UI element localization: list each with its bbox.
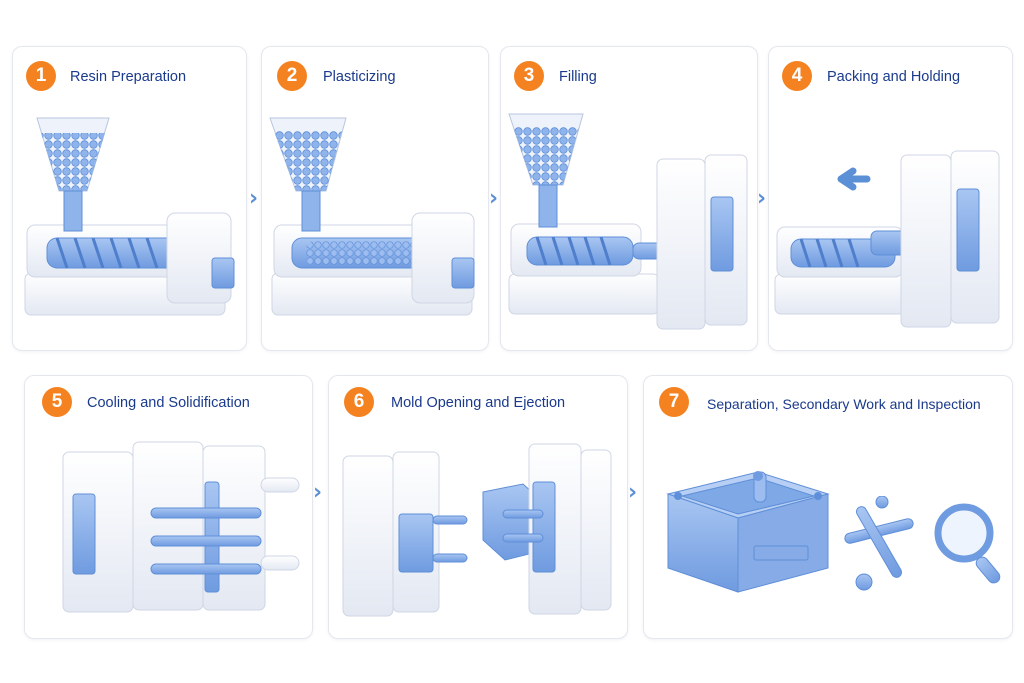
step-title: Mold Opening and Ejection — [391, 395, 566, 411]
mold-icon — [774, 150, 1000, 328]
arrow-icon: › — [249, 186, 259, 211]
step-card-3: 3 Filling — [500, 46, 758, 351]
step-card-5: 5 Cooling and Solidification — [24, 375, 313, 639]
step-title: Plasticizing — [323, 69, 396, 85]
step-card-2: 2 Plasticizing — [261, 46, 489, 351]
arrow-icon: › — [628, 480, 638, 505]
step-title: Cooling and Solidification — [87, 395, 250, 411]
runner-sprue-icon — [844, 496, 914, 591]
step-number-badge: 7 — [659, 387, 689, 417]
mold-icon — [508, 113, 748, 330]
step-title: Separation, Secondary Work and Inspectio… — [707, 396, 981, 412]
step-title: Resin Preparation — [70, 69, 187, 85]
step-card-7: 7 Separation, Secondary Work and Inspect… — [643, 375, 1013, 639]
step-title: Packing and Holding — [827, 69, 961, 85]
step-number-badge: 2 — [277, 61, 307, 91]
injection-unit-icon — [24, 117, 235, 316]
box-part-icon — [666, 471, 830, 593]
mold-icon — [342, 443, 612, 617]
arrow-icon: › — [313, 480, 323, 505]
step-number-badge: 6 — [344, 387, 374, 417]
step-number-badge: 4 — [782, 61, 812, 91]
arrow-icon: › — [757, 186, 767, 211]
step-card-1: 1 Resin Preparation — [12, 46, 247, 351]
step-number-badge: 3 — [514, 61, 544, 91]
arrow-icon: › — [489, 186, 499, 211]
step-number-badge: 1 — [26, 61, 56, 91]
step-card-4: 4 Packing and Holding — [768, 46, 1013, 351]
step-title: Filling — [559, 69, 597, 85]
magnifier-icon — [934, 503, 1001, 584]
step-number-badge: 5 — [42, 387, 72, 417]
injection-unit-icon — [269, 117, 475, 316]
mold-icon — [62, 441, 300, 613]
step-card-6: 6 Mold Opening and Ejection — [328, 375, 628, 639]
